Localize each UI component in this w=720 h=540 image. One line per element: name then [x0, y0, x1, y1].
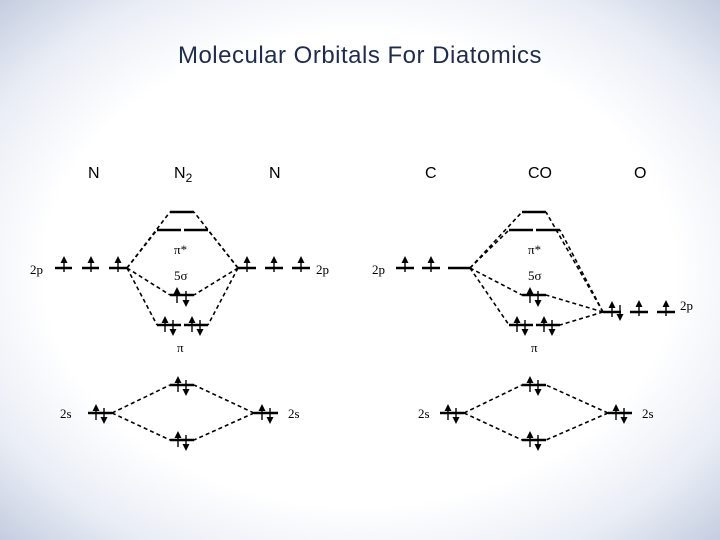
co-pi-label: π — [531, 340, 538, 355]
co-o-2s-label: 2s — [642, 406, 654, 421]
co-5sigma-label: 5σ — [528, 268, 542, 283]
n2-molecule-header: N2 — [174, 165, 193, 186]
n2-right-2s-label: 2s — [288, 406, 300, 421]
n2-5sigma-label: 5σ — [174, 268, 188, 283]
co-c-2s-label: 2s — [418, 406, 430, 421]
n2-pi-star-label: π* — [174, 242, 188, 257]
co-o-2p-label: 2p — [680, 298, 693, 313]
n2-left-2s-label: 2s — [60, 406, 72, 421]
slide-title: Molecular Orbitals For Diatomics — [177, 42, 543, 69]
co-pi-star-label: π* — [528, 242, 542, 257]
n2-correlation-lines — [111, 211, 255, 441]
n2-atom-left-header: N — [88, 165, 100, 182]
co-levels — [396, 210, 675, 442]
n2-atom-right-header: N — [269, 165, 281, 182]
n2-left-2p-label: 2p — [30, 262, 43, 277]
co-correlation-lines — [463, 211, 609, 441]
co-molecule-header: CO — [528, 165, 552, 182]
co-atom-o-header: O — [634, 165, 647, 182]
n2-right-2p-label: 2p — [316, 262, 329, 277]
n2-electrons — [59, 255, 306, 452]
co-electrons — [400, 255, 671, 452]
co-atom-c-header: C — [425, 165, 437, 182]
co-c-2p-label: 2p — [372, 262, 385, 277]
n2-levels — [55, 210, 310, 442]
n2-pi-label: π — [177, 340, 184, 355]
